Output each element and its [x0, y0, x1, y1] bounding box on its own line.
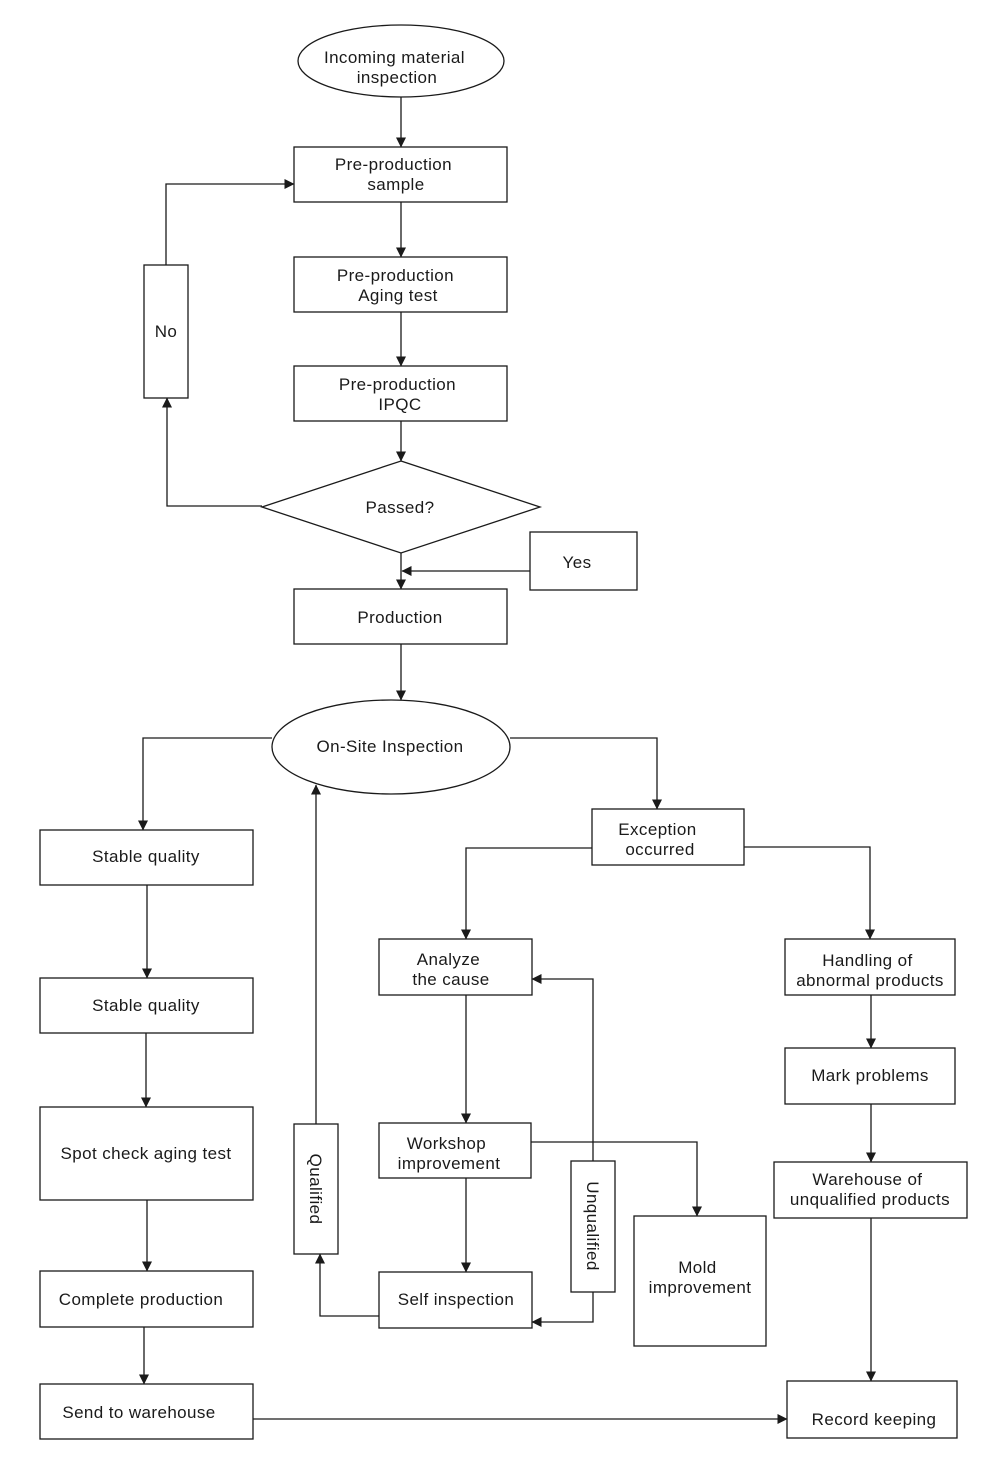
node-send-label: Send to warehouse [62, 1403, 215, 1422]
node-complete-production: Complete production [39, 1270, 254, 1328]
svg-text:Pre-production sample: Pre-production sample [335, 155, 457, 194]
node-ipqc-line2: IPQC [378, 395, 421, 414]
node-mark-problems: Mark problems [784, 1047, 956, 1105]
node-self-inspection: Self inspection [378, 1271, 533, 1329]
svg-text:Pre-production IPQC: Pre-production IPQC [339, 375, 461, 414]
node-no-label-box: No [143, 264, 189, 399]
edge-selfinsp-to-qualified [315, 1253, 379, 1317]
node-passed-label: Passed? [366, 498, 435, 517]
node-ipqc-line1: Pre-production [339, 375, 456, 394]
node-workshop-line2: improvement [398, 1154, 501, 1173]
node-incoming-material-inspection: Incoming material inspection [297, 24, 505, 98]
node-sample-line2: sample [367, 175, 424, 194]
node-yes-label: Yes [563, 553, 592, 572]
edge-no-to-sample [165, 179, 295, 265]
node-pre-production-ipqc: Pre-production IPQC [293, 365, 508, 422]
svg-text:Workshop improvement: Workshop improvement [398, 1134, 501, 1173]
connectors [138, 97, 876, 1424]
node-aging-line1: Pre-production [337, 266, 454, 285]
node-on-site-inspection: On-Site Inspection [271, 699, 511, 795]
node-analyze-the-cause: Analyze the cause [378, 938, 533, 996]
node-incoming-line2: inspection [357, 68, 438, 87]
nodes: Incoming material inspection Pre-product… [39, 24, 968, 1440]
node-no-label: No [155, 322, 178, 341]
edge-exception-to-analyze [461, 847, 592, 940]
node-warehouse-unqualified-products: Warehouse of unqualified products [773, 1161, 968, 1219]
edge-exception-to-handling [744, 846, 875, 940]
node-mold-improvement: Mold improvement [633, 1215, 767, 1347]
node-spotcheck-label: Spot check aging test [61, 1144, 232, 1163]
node-complete-label: Complete production [59, 1290, 223, 1309]
node-stable-quality-1: Stable quality [39, 829, 254, 886]
node-onsite-label: On-Site Inspection [316, 737, 463, 756]
node-exception-line1: Exception [618, 820, 696, 839]
node-analyze-line2: the cause [412, 970, 489, 989]
node-exception-occurred: Exception occurred [591, 808, 745, 866]
svg-text:Analyze the cause: Analyze the cause [412, 950, 489, 989]
node-record-keeping: Record keeping [786, 1380, 958, 1439]
svg-text:Incoming material insp: Incoming material inspection [324, 48, 470, 87]
node-stable2-label: Stable quality [92, 996, 200, 1015]
node-handling-line2: abnormal products [796, 971, 944, 990]
node-stable1-label: Stable quality [92, 847, 200, 866]
node-yes-label-box: Yes [529, 531, 638, 591]
node-record-label: Record keeping [812, 1410, 937, 1429]
edge-unqualified-to-analyze [531, 974, 594, 1161]
edge-unqualified-to-selfinsp [531, 1292, 594, 1327]
edge-workshop-to-mold [531, 1141, 702, 1217]
node-aging-line2: Aging test [358, 286, 438, 305]
node-mark-label: Mark problems [811, 1066, 929, 1085]
node-stable-quality-2: Stable quality [39, 977, 254, 1034]
svg-text:Exception occurred: Exception occurred [618, 820, 701, 859]
node-unqualified-label: Unqualified [583, 1181, 602, 1270]
node-mold-line1: Mold [678, 1258, 716, 1277]
svg-text:Mold improvement: Mold improvement [649, 1258, 752, 1297]
node-mold-line2: improvement [649, 1278, 752, 1297]
node-analyze-line1: Analyze [417, 950, 480, 969]
node-spot-check-aging-test: Spot check aging test [39, 1106, 254, 1201]
node-workshop-improvement: Workshop improvement [378, 1122, 532, 1179]
node-qualified-label-box: Qualified [293, 1123, 339, 1255]
node-selfinsp-label: Self inspection [398, 1290, 515, 1309]
edge-onsite-to-stable1 [138, 737, 272, 831]
node-production-label: Production [357, 608, 442, 627]
node-exception-line2: occurred [625, 840, 694, 859]
node-production: Production [293, 588, 508, 645]
node-incoming-line1: Incoming material [324, 48, 465, 67]
node-pre-production-aging-test: Pre-production Aging test [293, 256, 508, 313]
svg-text:Pre-production Aging t: Pre-production Aging test [337, 266, 459, 305]
svg-text:Handling of abnormal p: Handling of abnormal products [796, 951, 944, 990]
node-workshop-line1: Workshop [407, 1134, 486, 1153]
node-handling-line1: Handling of [822, 951, 912, 970]
node-warehouse-line1: Warehouse of [812, 1170, 922, 1189]
node-sample-line1: Pre-production [335, 155, 452, 174]
edge-onsite-to-exception [510, 737, 662, 810]
node-qualified-label: Qualified [306, 1154, 325, 1225]
svg-text:Warehouse of unqualifi: Warehouse of unqualified products [790, 1170, 950, 1209]
edge-passed-to-no [162, 397, 262, 507]
node-passed-decision: Passed? [259, 460, 543, 554]
node-unqualified-label-box: Unqualified [570, 1160, 616, 1293]
node-pre-production-sample: Pre-production sample [293, 146, 508, 203]
node-warehouse-line2: unqualified products [790, 1190, 950, 1209]
node-handling-abnormal-products: Handling of abnormal products [784, 938, 956, 996]
node-send-to-warehouse: Send to warehouse [39, 1383, 254, 1440]
